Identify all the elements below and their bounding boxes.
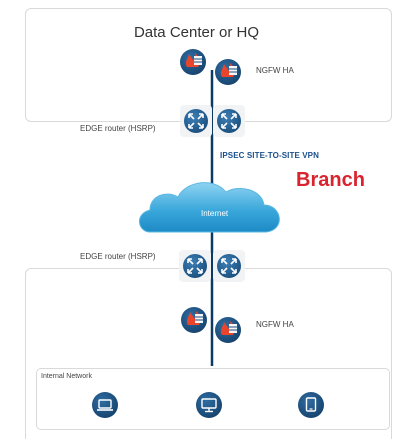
hq-title: Data Center or HQ bbox=[133, 24, 260, 41]
firewall-icon bbox=[215, 317, 241, 343]
cloud-icon bbox=[139, 182, 280, 233]
hq-panel bbox=[25, 8, 392, 122]
branch-title: Branch bbox=[296, 169, 365, 191]
internet-label: Internet bbox=[201, 209, 229, 218]
router-icon bbox=[180, 105, 212, 137]
hq-ngfw-label: NGFW HA bbox=[256, 66, 294, 75]
tablet-icon bbox=[298, 392, 324, 418]
hq-edge-label: EDGE router (HSRP) bbox=[80, 124, 156, 133]
firewall-icon bbox=[180, 49, 206, 75]
laptop-icon bbox=[92, 392, 118, 418]
desktop-icon bbox=[196, 392, 222, 418]
branch-edge-label: EDGE router (HSRP) bbox=[80, 252, 156, 261]
branch-ngfw-label: NGFW HA bbox=[256, 320, 294, 329]
internal-network-label: Internal Network bbox=[41, 373, 92, 380]
firewall-icon bbox=[215, 59, 241, 85]
router-icon bbox=[213, 105, 245, 137]
firewall-icon bbox=[181, 307, 207, 333]
router-icon bbox=[213, 250, 245, 282]
router-icon bbox=[179, 250, 211, 282]
vpn-label: IPSEC SITE-TO-SITE VPN bbox=[220, 151, 319, 160]
